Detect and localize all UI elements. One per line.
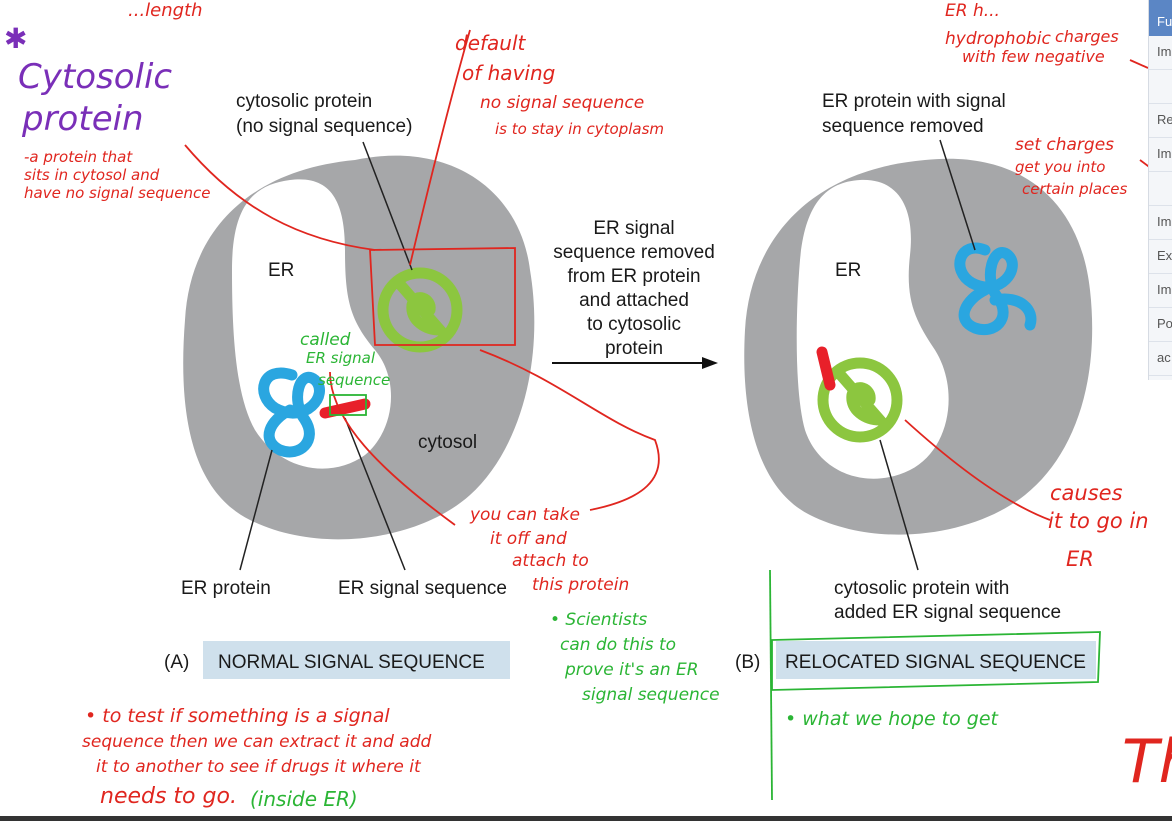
window-bottom-edge <box>0 816 1172 821</box>
note-test-3: it to another to see if drugs it where i… <box>96 757 422 777</box>
er-protein-label-b-1: ER protein with signal <box>822 91 1006 112</box>
note-top-right-3: with few negative <box>962 47 1105 66</box>
leader-er-protein-b <box>939 139 976 251</box>
note-test-4: needs to go. <box>100 784 237 809</box>
note-called-1: called <box>300 330 351 350</box>
side-panel-row[interactable]: Im <box>1149 36 1172 70</box>
note-def-2: sits in cytosol and <box>24 166 160 184</box>
note-default-2: of having <box>462 61 555 85</box>
note-top-right-2: hydrophobic <box>945 29 1051 49</box>
side-panel-row[interactable]: Im <box>1149 206 1172 240</box>
side-panel-header: Fu <box>1149 0 1172 36</box>
side-panel-row: ac <box>1149 342 1172 376</box>
note-causes-2: it to go in <box>1048 509 1149 533</box>
note-causes-3: ER <box>1066 547 1094 571</box>
side-panel-row[interactable]: Re <box>1149 104 1172 138</box>
arrow-text-5: to cytosolic <box>587 314 681 335</box>
signal-label-a: ER signal sequence <box>338 578 507 599</box>
note-test-1: • to test if something is a signal <box>85 705 390 727</box>
side-panel-row: *H <box>1149 376 1172 380</box>
note-top-right-4: charges <box>1055 27 1119 46</box>
er-protein-b <box>954 242 1037 335</box>
signal-sequence-a <box>319 398 371 419</box>
arrow-text-4: and attached <box>579 290 689 311</box>
note-set-3: certain places <box>1022 180 1128 198</box>
cytosolic-protein-b <box>817 357 903 443</box>
note-set-2: get you into <box>1015 158 1105 176</box>
side-panel-row[interactable]: Im <box>1149 274 1172 308</box>
note-inside-er: (inside ER) <box>250 787 358 811</box>
annotations: Cytosolic protein ✱ -a protein that sits… <box>4 0 1172 811</box>
er-protein-label-a: ER protein <box>181 578 271 599</box>
banner-b <box>776 641 1096 679</box>
note-called-3: sequence <box>318 371 390 389</box>
note-test-2: sequence then we can extract it and add <box>82 732 432 752</box>
arrow-text-3: from ER protein <box>567 266 700 287</box>
note-default-4: is to stay in cytoplasm <box>495 120 664 138</box>
green-marks <box>329 394 1101 801</box>
panel-a-title: NORMAL SIGNAL SEQUENCE <box>218 652 485 673</box>
note-def-1: -a protein that <box>24 148 133 166</box>
er-protein-a <box>258 367 325 458</box>
note-top-right-1: ER h... <box>945 1 1000 21</box>
note-take-4: this protein <box>532 575 629 595</box>
cytosolic-protein-a <box>377 267 463 353</box>
note-take-2: it off and <box>490 529 567 549</box>
cytosolic-label-a-1: cytosolic protein <box>236 91 372 112</box>
arrow-head <box>702 357 718 369</box>
note-take-1: you can take <box>469 505 580 525</box>
note-sci-3: prove it's an ER <box>564 660 699 680</box>
leader-signal-a <box>344 417 406 571</box>
note-causes-1: causes <box>1050 481 1123 505</box>
side-panel-row[interactable]: Ex <box>1149 240 1172 274</box>
side-panel-row: Po <box>1149 308 1172 342</box>
transfer-arrow: ER signal sequence removed from ER prote… <box>552 218 718 369</box>
er-label-a: ER <box>268 260 294 281</box>
signal-sequence-b <box>816 346 836 391</box>
er-label-b: ER <box>835 260 861 281</box>
arrow-text-6: protein <box>605 338 663 359</box>
note-star: ✱ <box>4 22 27 55</box>
note-set-1: set charges <box>1015 135 1114 155</box>
arrow-text-2: sequence removed <box>553 242 715 263</box>
panel-b: ER ER protein with signal sequence remov… <box>735 91 1096 679</box>
side-panel-row[interactable] <box>1149 70 1172 104</box>
leader-cyto-b <box>879 439 919 571</box>
note-cytosolic-title-1: Cytosolic <box>18 57 172 97</box>
note-take-3: attach to <box>512 551 589 571</box>
panel-b-title: RELOCATED SIGNAL SEQUENCE <box>785 652 1086 673</box>
note-default-3: no signal sequence <box>480 93 644 113</box>
red-connectors <box>184 29 1161 526</box>
note-sci-4: signal sequence <box>582 685 720 705</box>
side-panel-row[interactable] <box>1149 172 1172 206</box>
note-cytosolic-title-2: protein <box>21 99 144 139</box>
panel-a: ER cytosol cytosolic protein (no signal … <box>164 91 535 679</box>
banner-a <box>203 641 510 679</box>
cytosol-label: cytosol <box>418 432 477 453</box>
note-called-2: ER signal <box>306 349 376 367</box>
note-hope: • what we hope to get <box>785 708 1000 730</box>
note-top-left: ...length <box>128 0 203 21</box>
leader-er-protein-a <box>239 449 273 571</box>
cytosolic-label-a-2: (no signal sequence) <box>236 116 412 137</box>
panel-a-letter: (A) <box>164 652 189 673</box>
arrow-text-1: ER signal <box>593 218 674 239</box>
note-sci-1: • Scientists <box>550 610 647 630</box>
note-th: Th <box>1122 727 1172 797</box>
cyto-label-b-2: added ER signal sequence <box>834 602 1061 623</box>
note-def-3: have no signal sequence <box>24 184 210 202</box>
note-sci-2: can do this to <box>560 635 676 655</box>
er-protein-label-b-2: sequence removed <box>822 116 984 137</box>
panel-b-letter: (B) <box>735 652 760 673</box>
cyto-label-b-1: cytosolic protein with <box>834 578 1009 599</box>
side-panel: Fu Im Re Im Im Ex Im Po ac *H <box>1148 0 1172 380</box>
side-panel-row[interactable]: Im <box>1149 138 1172 172</box>
er-a <box>232 179 392 469</box>
er-b <box>796 179 949 479</box>
